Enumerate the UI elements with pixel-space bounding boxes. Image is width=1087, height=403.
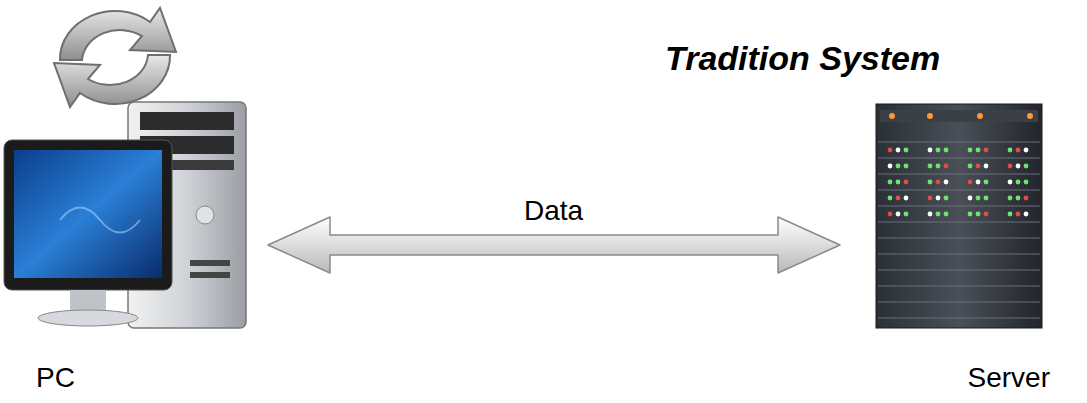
diagram-title: Tradition System [665, 38, 940, 78]
server-rack [876, 104, 1042, 328]
node-label: PC [36, 362, 75, 394]
pc-node: PC [0, 60, 262, 400]
node-label: Server [968, 362, 1050, 394]
pc-monitor [4, 140, 172, 326]
server-node: Server [858, 100, 1068, 400]
sync-icon [54, 8, 176, 107]
edge-label: Data [520, 195, 587, 227]
